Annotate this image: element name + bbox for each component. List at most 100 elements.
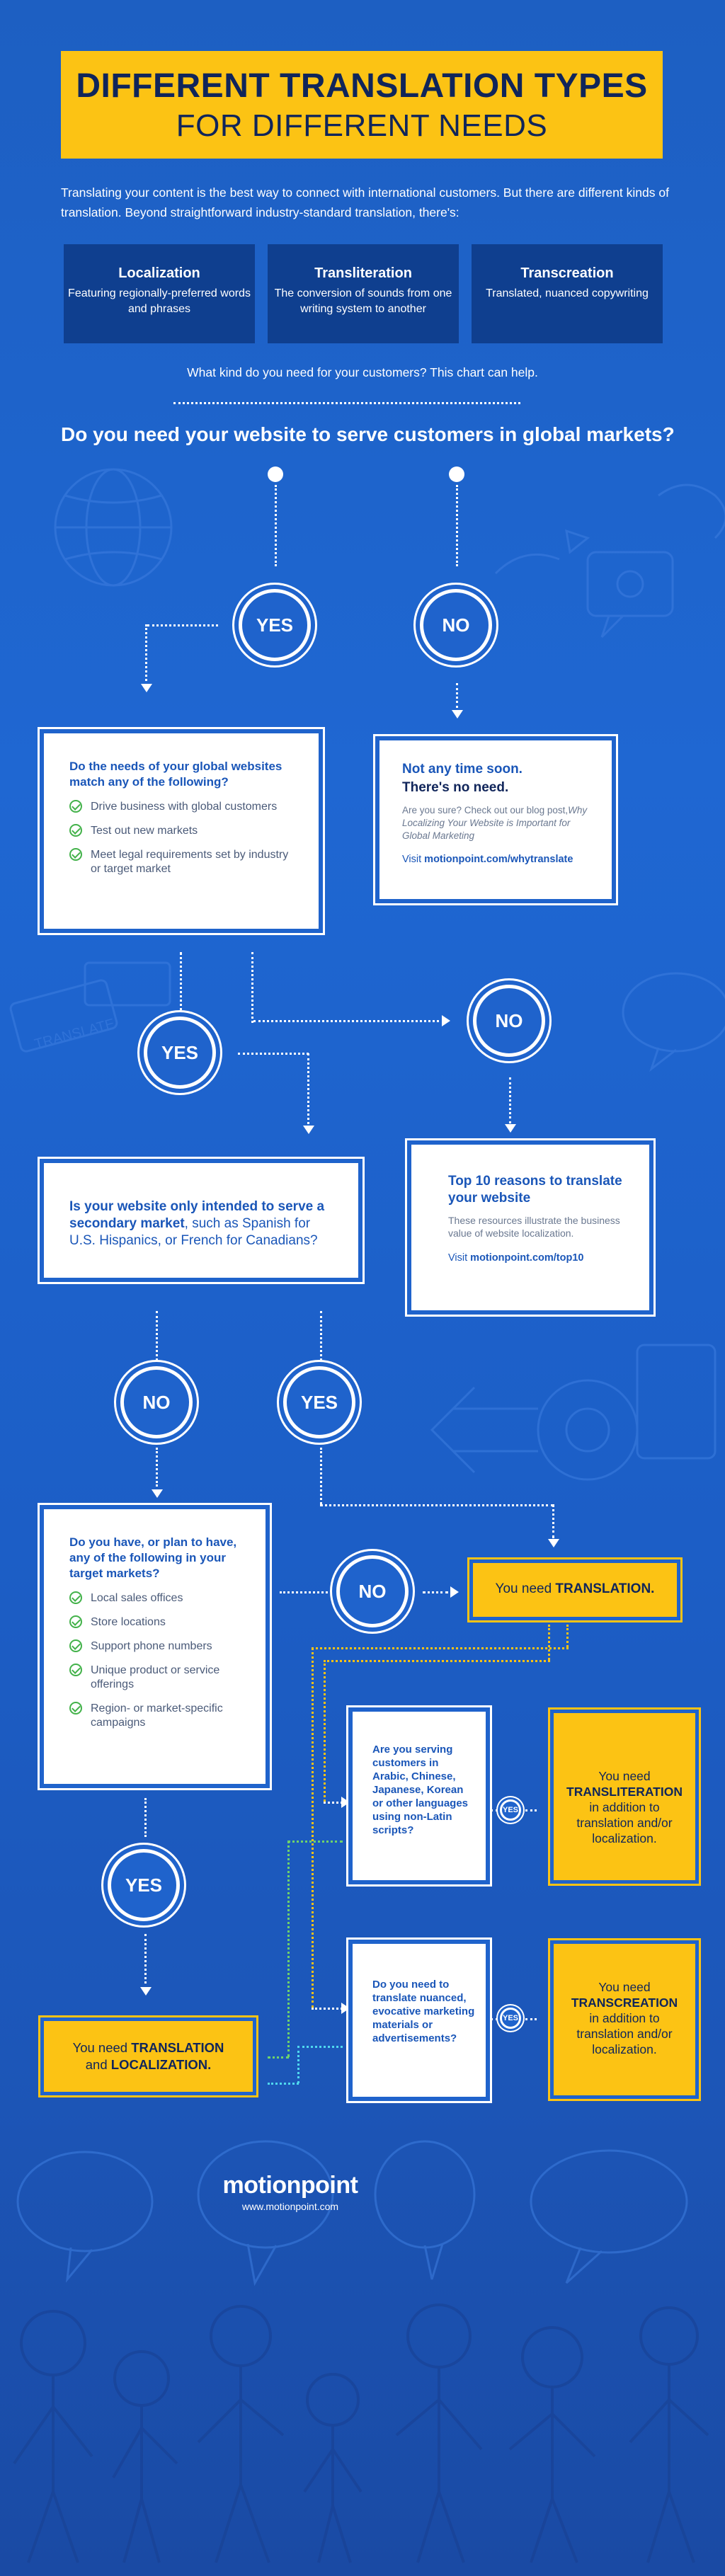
check-icon — [69, 1615, 82, 1628]
check-icon — [69, 1639, 82, 1652]
list-item: Region- or market-specific campaigns — [69, 1702, 249, 1730]
type-title: Localization — [118, 265, 200, 281]
divider — [173, 402, 520, 404]
yes-circle: YES — [283, 1366, 355, 1438]
no-circle: NO — [336, 1555, 409, 1627]
chat-bubble-icon — [494, 483, 725, 639]
connector — [297, 2046, 343, 2048]
card-visit: Visit motionpoint.com/whytranslate — [402, 854, 573, 865]
connector — [312, 2008, 343, 2010]
no-circle: NO — [120, 1366, 193, 1438]
checklist: Drive business with global customers Tes… — [69, 800, 299, 876]
connector — [312, 1647, 569, 1649]
main-question: Do you need your website to serve custom… — [61, 423, 675, 445]
connector — [268, 2056, 289, 2059]
list-item: Store locations — [69, 1615, 249, 1630]
gear-arrow-icon — [430, 1344, 717, 1481]
connector — [423, 1591, 448, 1593]
connector — [566, 1625, 569, 1647]
type-desc: The conversion of sounds from one writin… — [274, 287, 452, 315]
connector — [320, 1504, 554, 1506]
list-item: Local sales offices — [69, 1591, 249, 1605]
connector — [144, 1934, 147, 1983]
type-localization: Localization Featuring regionally-prefer… — [64, 244, 255, 343]
card-not-any-time-soon: Not any time soon. There's no need. Are … — [379, 740, 612, 899]
no-circle: NO — [420, 589, 492, 661]
arrow-down-icon — [505, 1124, 516, 1133]
connector — [287, 1841, 290, 2057]
connector — [253, 1020, 439, 1022]
card-top-10: Top 10 reasons to translate your website… — [411, 1145, 649, 1310]
svg-text:TRANSLATE: TRANSLATE — [33, 1016, 116, 1052]
help-text: What kind do you need for your customers… — [187, 365, 538, 379]
connector — [324, 1660, 550, 1662]
connector — [320, 1311, 322, 1361]
yes-circle-small: YES — [500, 1799, 521, 1821]
connector — [280, 1591, 328, 1593]
people-illustration — [13, 2303, 709, 2563]
check-icon — [69, 848, 82, 861]
arrow-right-icon — [442, 1015, 450, 1026]
card-subtitle: There's no need. — [402, 780, 509, 795]
connector — [156, 1311, 158, 1361]
yes-label: YES — [256, 614, 294, 636]
yes-circle: YES — [239, 589, 311, 661]
connector — [268, 2083, 299, 2085]
logo-name: motionpoint — [222, 2172, 358, 2199]
connector — [525, 2018, 537, 2020]
card-title: Not any time soon. — [402, 762, 523, 777]
arrow-down-icon — [141, 684, 152, 692]
connector — [324, 1660, 326, 1802]
arrow-right-icon — [450, 1586, 459, 1598]
arrow-down-icon — [452, 710, 463, 719]
check-icon — [69, 1664, 82, 1676]
start-dot-yes — [268, 466, 283, 482]
title-line-2: FOR DIFFERENT NEEDS — [176, 108, 548, 143]
connector — [307, 1053, 309, 1124]
connector — [456, 485, 458, 566]
result-transcreation: You need TRANSCREATION in addition to tr… — [554, 1944, 695, 2095]
arrow-down-icon — [152, 1489, 163, 1498]
no-label: NO — [442, 614, 470, 636]
connector — [238, 1053, 309, 1055]
intro-text: Translating your content is the best way… — [61, 185, 669, 219]
connector — [509, 1077, 511, 1123]
card-body: These resources illustrate the business … — [448, 1215, 620, 1239]
card-body: Are you sure? Check out our blog post,Wh… — [402, 805, 588, 841]
yes-circle-small: YES — [500, 2008, 521, 2029]
connector — [180, 952, 182, 1016]
list-item: Drive business with global customers — [69, 800, 299, 814]
start-dot-no — [449, 466, 464, 482]
whytranslate-link[interactable]: motionpoint.com/whytranslate — [424, 854, 573, 865]
connector — [525, 1809, 537, 1811]
list-item: Unique product or service offerings — [69, 1664, 249, 1692]
arrow-right-icon — [341, 1797, 350, 1808]
card-title: Top 10 reasons to translate your website — [448, 1174, 622, 1206]
arrow-right-icon — [341, 2003, 350, 2014]
connector — [491, 1809, 498, 1811]
check-icon — [69, 1702, 82, 1715]
connector — [548, 1625, 550, 1660]
connector — [275, 485, 277, 566]
connector — [251, 952, 253, 1023]
check-icon — [69, 800, 82, 813]
card-non-latin-scripts: Are you serving customers in Arabic, Chi… — [353, 1712, 486, 1880]
type-title: Transliteration — [314, 265, 412, 281]
type-transliteration: Transliteration The conversion of sounds… — [268, 244, 459, 343]
top10-link[interactable]: motionpoint.com/top10 — [470, 1252, 584, 1264]
globe-icon — [54, 468, 173, 587]
connector — [287, 1841, 343, 1843]
card-secondary-market: Is your website only intended to serve a… — [44, 1163, 358, 1278]
title-banner: DIFFERENT TRANSLATION TYPES FOR DIFFEREN… — [61, 51, 663, 159]
title-line-1: DIFFERENT TRANSLATION TYPES — [76, 67, 648, 105]
type-desc: Featuring regionally-preferred words and… — [68, 287, 251, 315]
result-translation-localization: You need TRANSLATION and LOCALIZATION. — [44, 2021, 253, 2092]
connector — [320, 1448, 322, 1504]
arrow-down-icon — [140, 1987, 152, 1996]
connector — [491, 2018, 498, 2020]
connector — [145, 624, 147, 681]
yes-circle: YES — [108, 1849, 180, 1921]
type-transcreation: Transcreation Translated, nuanced copywr… — [472, 244, 663, 343]
motionpoint-logo[interactable]: motionpoint www.motionpoint.com — [212, 2172, 368, 2212]
